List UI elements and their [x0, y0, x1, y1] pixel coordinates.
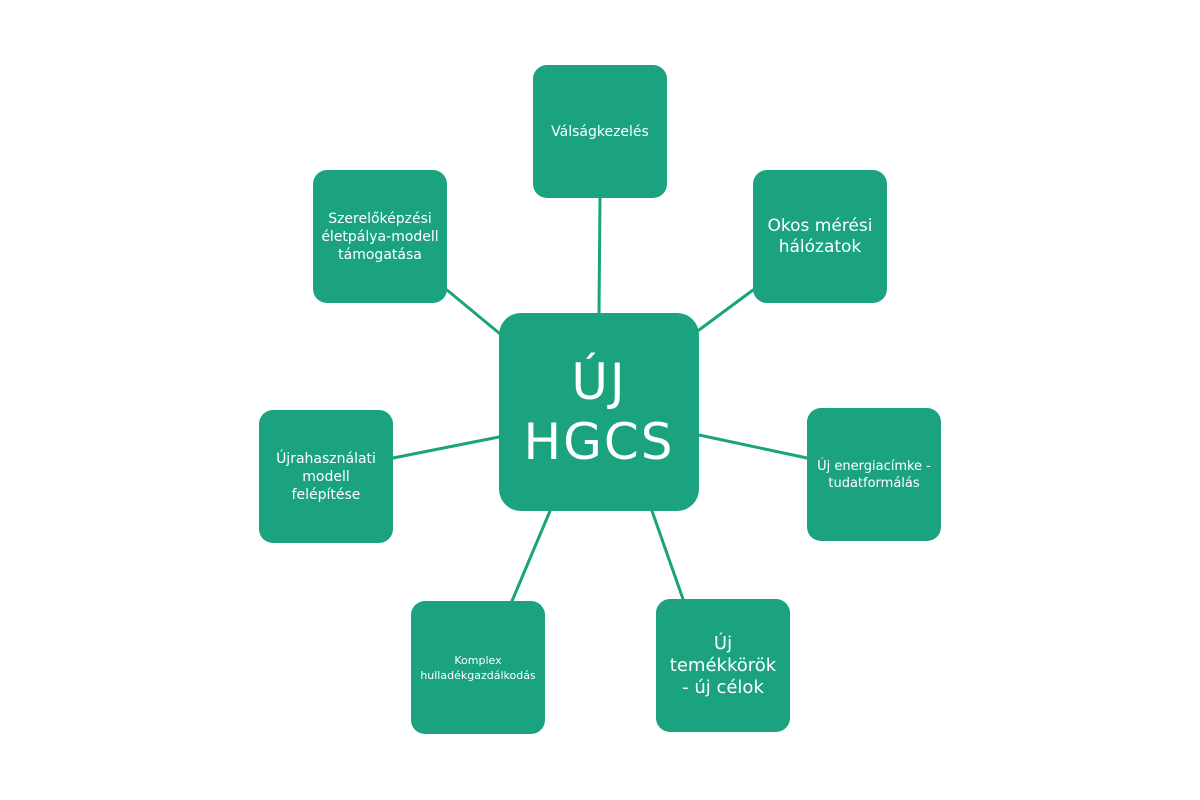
connector-uj-energiacimke — [697, 433, 809, 460]
node-szerelokepzesi-eletpalya: Szerelőképzési életpálya-modell támogatá… — [313, 170, 447, 303]
connector-uj-termekkorok — [650, 509, 685, 601]
node-komplex-hulladekgazdalkodas-label: Komplex hulladékgazdálkodás — [420, 653, 536, 682]
node-okos-meresi-halozatok: Okos mérési hálózatok — [753, 170, 887, 303]
node-valsagkezeles-label: Válságkezelés — [551, 123, 649, 140]
node-ujrahasznalati-modell: Újrahasználati modell felépítése — [259, 410, 393, 543]
node-uj-energiacimke-label: Új energiacímke - tudatformálás — [817, 458, 931, 491]
node-valsagkezeles: Válságkezelés — [533, 65, 667, 198]
center-node-label: ÚJ HGCS — [523, 353, 675, 471]
node-komplex-hulladekgazdalkodas: Komplex hulladékgazdálkodás — [411, 601, 545, 734]
node-uj-termekkorok: Új temékkörök - új célok — [656, 599, 790, 732]
connector-ujrahasznalati — [391, 435, 501, 460]
node-okos-meresi-halozatok-label: Okos mérési hálózatok — [767, 215, 873, 257]
node-uj-energiacimke: Új energiacímke - tudatformálás — [807, 408, 941, 541]
node-ujrahasznalati-modell-label: Újrahasználati modell felépítése — [276, 450, 376, 503]
center-node: ÚJ HGCS — [499, 313, 699, 511]
node-szerelokepzesi-eletpalya-label: Szerelőképzési életpálya-modell támogatá… — [321, 210, 439, 263]
connector-okos-meresi — [697, 288, 755, 332]
connector-komplex-hulladek — [510, 509, 552, 603]
connector-valsagkezeles — [597, 196, 602, 315]
node-uj-termekkorok-label: Új temékkörök - új célok — [669, 632, 777, 698]
connector-szerelokepzesi — [445, 288, 501, 335]
